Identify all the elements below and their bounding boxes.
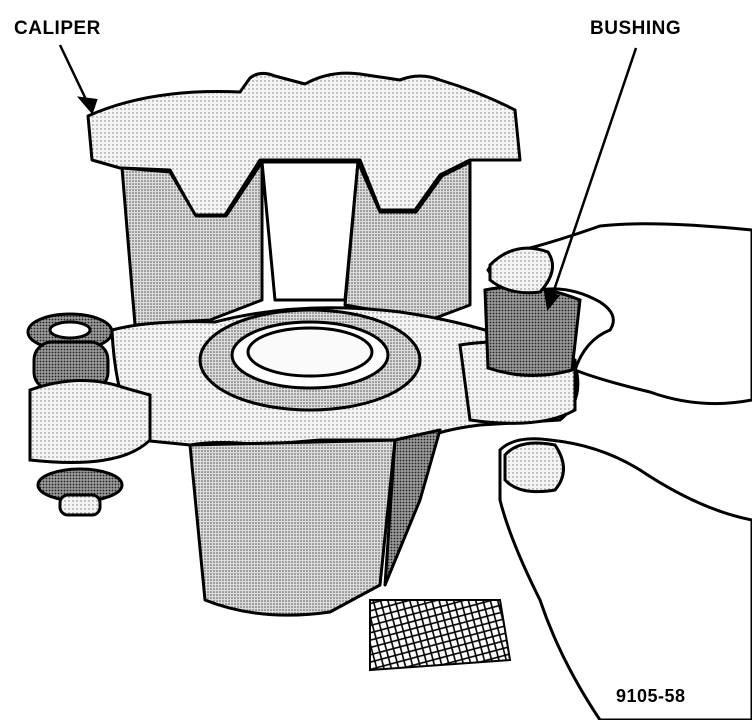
caliper-label: CALIPER: [14, 18, 101, 39]
guide-pin-assembly: [26, 312, 152, 517]
hand-lower: [498, 437, 752, 720]
callout-leaders: [58, 44, 638, 311]
thumb-upper: [488, 246, 554, 295]
bushing-leader: [546, 47, 638, 309]
caliper-top-bridge: [86, 71, 522, 217]
shop-towel: [369, 599, 512, 672]
thumb-lower: [503, 441, 565, 494]
figure-number: 9105-58: [616, 686, 686, 706]
caliper-arrowhead: [76, 96, 98, 115]
caliper-window: [260, 160, 360, 302]
caliper-body: [86, 71, 580, 617]
caliper-lower-side: [383, 428, 442, 587]
mounting-ear: [458, 285, 582, 425]
bushing-arrowhead: [543, 287, 561, 311]
bushing: [483, 285, 582, 377]
bushing-label: BUSHING: [590, 18, 682, 39]
piston-face: [246, 326, 374, 378]
pin-sleeve: [28, 379, 152, 464]
caliper-lower-housing: [188, 438, 397, 617]
